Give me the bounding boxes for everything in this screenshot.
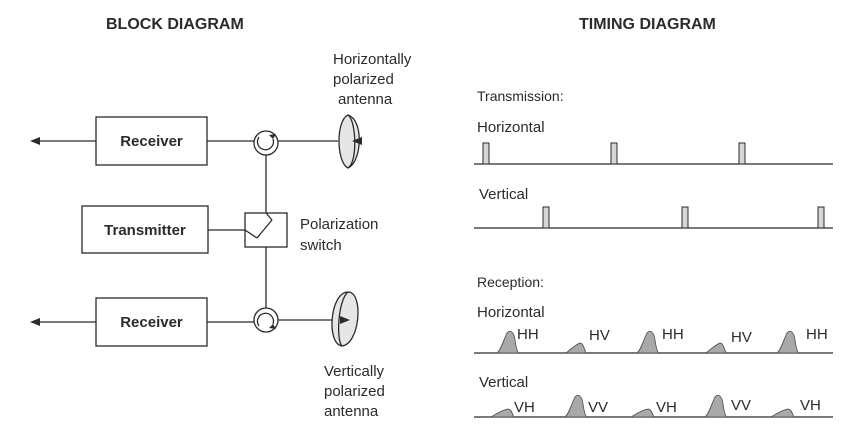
v-antenna-label-line2: polarized — [324, 383, 385, 400]
v-antenna-label-line3: antenna — [324, 403, 379, 420]
switch-label-line1: Polarization — [300, 216, 378, 233]
tx-horizontal-label: Horizontal — [477, 119, 545, 136]
reception-title: Reception: — [477, 274, 544, 290]
rx-hh-echo-1 — [495, 330, 520, 354]
circulator-bottom-icon — [253, 307, 279, 333]
tx-vertical-pulse-2 — [681, 206, 689, 229]
v-antenna-label-line1: Vertically — [324, 363, 385, 380]
horizontal-antenna-icon — [338, 114, 362, 169]
rx-vh-echo-3 — [769, 408, 795, 418]
rx-vertical-echo-label-4: VV — [731, 397, 751, 414]
rx-hh-echo-2 — [635, 330, 660, 354]
block-diagram-heading: BLOCK DIAGRAM — [106, 16, 244, 33]
rx-hh-echo-3 — [775, 330, 800, 354]
tx-horizontal-pulse-2 — [610, 142, 618, 165]
receiver-bottom: Receiver — [30, 297, 254, 347]
receiver-top-output-arrow-icon — [30, 137, 40, 145]
timing-diagram: TIMING DIAGRAM Transmission: Horizontal … — [474, 16, 833, 418]
rx-vv-echo-2 — [703, 394, 728, 418]
h-antenna-label-line3: antenna — [338, 91, 393, 108]
tx-vertical-label: Vertical — [479, 186, 528, 203]
receiver-top-label: Receiver — [120, 133, 183, 150]
transmission-title: Transmission: — [477, 88, 564, 104]
polarization-switch-icon — [244, 212, 288, 248]
tx-horizontal-pulse-3 — [738, 142, 746, 165]
rx-vh-echo-2 — [629, 408, 655, 418]
tx-vertical-pulse-3 — [817, 206, 825, 229]
circulator-top-icon — [253, 130, 279, 156]
h-antenna-label-line2: polarized — [333, 71, 394, 88]
block-diagram: BLOCK DIAGRAM Receiver Horizontally pola… — [30, 16, 412, 420]
receiver-bottom-output-arrow-icon — [30, 318, 40, 326]
rx-horizontal-echo-label-4: HV — [731, 329, 752, 346]
receiver-top: Receiver — [30, 116, 254, 166]
rx-hv-echo-1 — [564, 342, 587, 354]
switch-label-line2: switch — [300, 237, 342, 254]
rx-hv-echo-2 — [704, 342, 727, 354]
timing-diagram-heading: TIMING DIAGRAM — [579, 16, 716, 33]
rx-horizontal-echo-label-5: HH — [806, 326, 828, 343]
vertical-antenna-icon — [331, 291, 359, 347]
rx-vertical-echo-label-1: VH — [514, 399, 535, 416]
rx-vertical-label: Vertical — [479, 374, 528, 391]
transmitter-label: Transmitter — [104, 222, 186, 239]
rx-horizontal-echo-label-1: HH — [517, 326, 539, 343]
rx-vh-echo-1 — [489, 408, 515, 418]
receiver-bottom-label: Receiver — [120, 314, 183, 331]
transmitter-box — [81, 205, 209, 254]
rx-horizontal-label: Horizontal — [477, 304, 545, 321]
rx-vertical-echo-label-3: VH — [656, 399, 677, 416]
rx-vertical-echo-label-5: VH — [800, 397, 821, 414]
h-antenna-label-line1: Horizontally — [333, 51, 412, 68]
rx-horizontal-echo-label-3: HH — [662, 326, 684, 343]
rx-horizontal-echo-label-2: HV — [589, 327, 610, 344]
transmitter: Transmitter — [81, 205, 245, 254]
tx-vertical-pulse-1 — [542, 206, 550, 229]
rx-vertical-echo-label-2: VV — [588, 399, 608, 416]
rx-vv-echo-1 — [563, 394, 588, 418]
tx-horizontal-pulse-1 — [482, 142, 490, 165]
